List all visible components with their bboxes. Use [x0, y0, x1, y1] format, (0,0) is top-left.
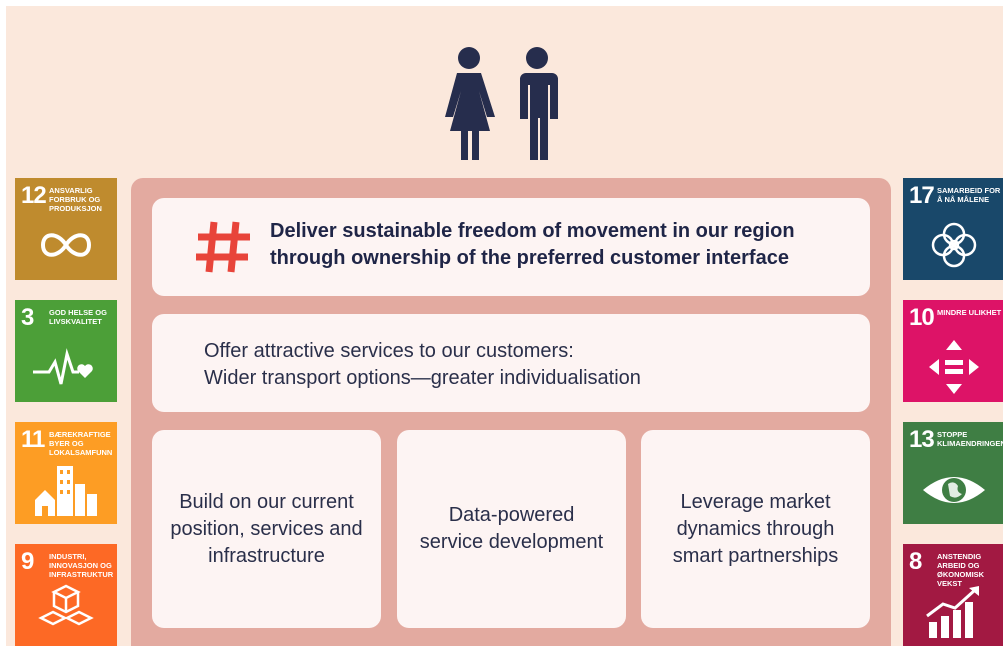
sdg-tile-12: 12 Ansvarlig forbruk og produksjon: [15, 178, 117, 280]
sdg-tile-9: 9 Industri, innovasjon og infrastruktur: [15, 544, 117, 646]
pillar-line: Data-powered: [448, 504, 575, 526]
hash-icon: [196, 220, 252, 274]
pillar-card-3: [641, 430, 870, 628]
sdg-tile-10: 10 Mindre ulikhet: [903, 300, 1003, 402]
sdg-tile-8: 8 Anstendig arbeid og økonomisk vekst: [903, 544, 1003, 646]
sdg-tile-11: 11 Bærekraftige byer og lokalsamfunn: [15, 422, 117, 524]
pillar-card-2: [397, 430, 626, 628]
pillar-line: smart partnerships: [672, 544, 839, 567]
sdg-number: 12: [21, 182, 47, 209]
mission-line: through ownership of the preferred custo…: [270, 247, 789, 269]
pillar-line: infrastructure: [208, 544, 325, 567]
pillar-text-2: Data-powered service development: [397, 430, 626, 628]
sdg-label: Ansvarlig forbruk og produksjon: [49, 186, 102, 213]
pillar-text-3: Leverage market dynamics through smart p…: [641, 430, 870, 628]
mission-card: [152, 198, 870, 296]
offer-line: Wider transport options—greater individu…: [204, 367, 641, 389]
sdg-label: Mindre ulikhet: [937, 308, 1002, 317]
sdg-number: 8: [909, 548, 922, 575]
cubes-icon: [38, 584, 94, 626]
pillar-line: position, services and: [170, 517, 363, 540]
offer-statement: Offer attractive services to our custome…: [204, 338, 844, 392]
pillar-line: Build on our current: [179, 490, 354, 513]
growth-chart-icon: [926, 586, 979, 638]
sdg-number: 13: [909, 426, 935, 453]
sdg-label: Bærekraftige byer og lokalsamfunn: [49, 430, 113, 457]
sdg-number: 11: [21, 426, 45, 453]
pillar-line: service development: [419, 531, 604, 553]
sdg-label: Stoppe klimaendringene: [937, 430, 1003, 448]
sdg-number: 17: [909, 182, 935, 209]
mission-line: Deliver sustainable freedom of movement …: [270, 220, 795, 242]
people-icon: [438, 44, 568, 160]
eye-globe-icon: [923, 477, 985, 503]
sdg-number: 3: [21, 304, 34, 331]
flower-rings-icon: [931, 222, 977, 268]
sdg-tile-3: 3 God helse og livskvalitet: [15, 300, 117, 402]
equality-arrows-icon: [929, 340, 979, 394]
sdg-label: Anstendig arbeid og økonomisk vekst: [937, 552, 985, 588]
sdg-label: God helse og livskvalitet: [49, 308, 107, 326]
pillar-card-1: [152, 430, 381, 628]
sdg-number: 9: [21, 548, 34, 575]
sdg-number: 10: [909, 304, 935, 331]
mission-statement: Deliver sustainable freedom of movement …: [270, 218, 860, 272]
sdg-tile-13: 13 Stoppe klimaendringene: [903, 422, 1003, 524]
pillar-text-1: Build on our current position, services …: [152, 430, 381, 628]
sdg-label: Industri, innovasjon og infrastruktur: [49, 552, 114, 579]
heartbeat-icon: [33, 348, 93, 385]
pillar-line: dynamics through: [676, 517, 835, 540]
offer-card: [152, 314, 870, 412]
pillar-line: Leverage market: [680, 490, 831, 513]
infinity-icon: [40, 233, 92, 257]
sdg-label: Samarbeid for å nå målene: [937, 186, 1001, 204]
sdg-tile-17: 17 Samarbeid for å nå målene: [903, 178, 1003, 280]
city-icon: [35, 466, 97, 516]
offer-line: Offer attractive services to our custome…: [204, 340, 574, 362]
